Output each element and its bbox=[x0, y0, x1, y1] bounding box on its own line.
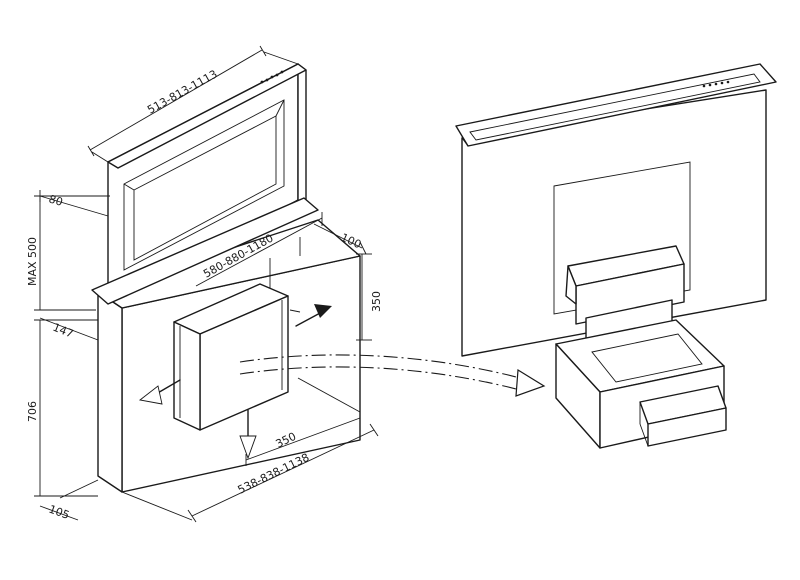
right-rear-view bbox=[455, 63, 777, 449]
motor-box bbox=[173, 283, 301, 431]
dim-max-height: MAX 500 bbox=[26, 237, 39, 286]
view-transition-arrow bbox=[239, 354, 546, 397]
dim-motor-height: 350 bbox=[370, 291, 383, 312]
dim-bottom-offset: 105 bbox=[47, 503, 71, 522]
dim-top-width: 513-813-1113 bbox=[145, 67, 219, 116]
dim-depth-top: 80 bbox=[47, 192, 64, 209]
dimension-lines bbox=[34, 45, 379, 523]
dim-base-height: 706 bbox=[26, 401, 39, 422]
airflow-arrows bbox=[138, 304, 332, 460]
hood-panel bbox=[91, 63, 319, 305]
dim-front-offset: 147 bbox=[51, 321, 75, 341]
left-hood-drawing: 513-813-1113 80 MAX 500 580-880-1180 100… bbox=[26, 45, 383, 523]
